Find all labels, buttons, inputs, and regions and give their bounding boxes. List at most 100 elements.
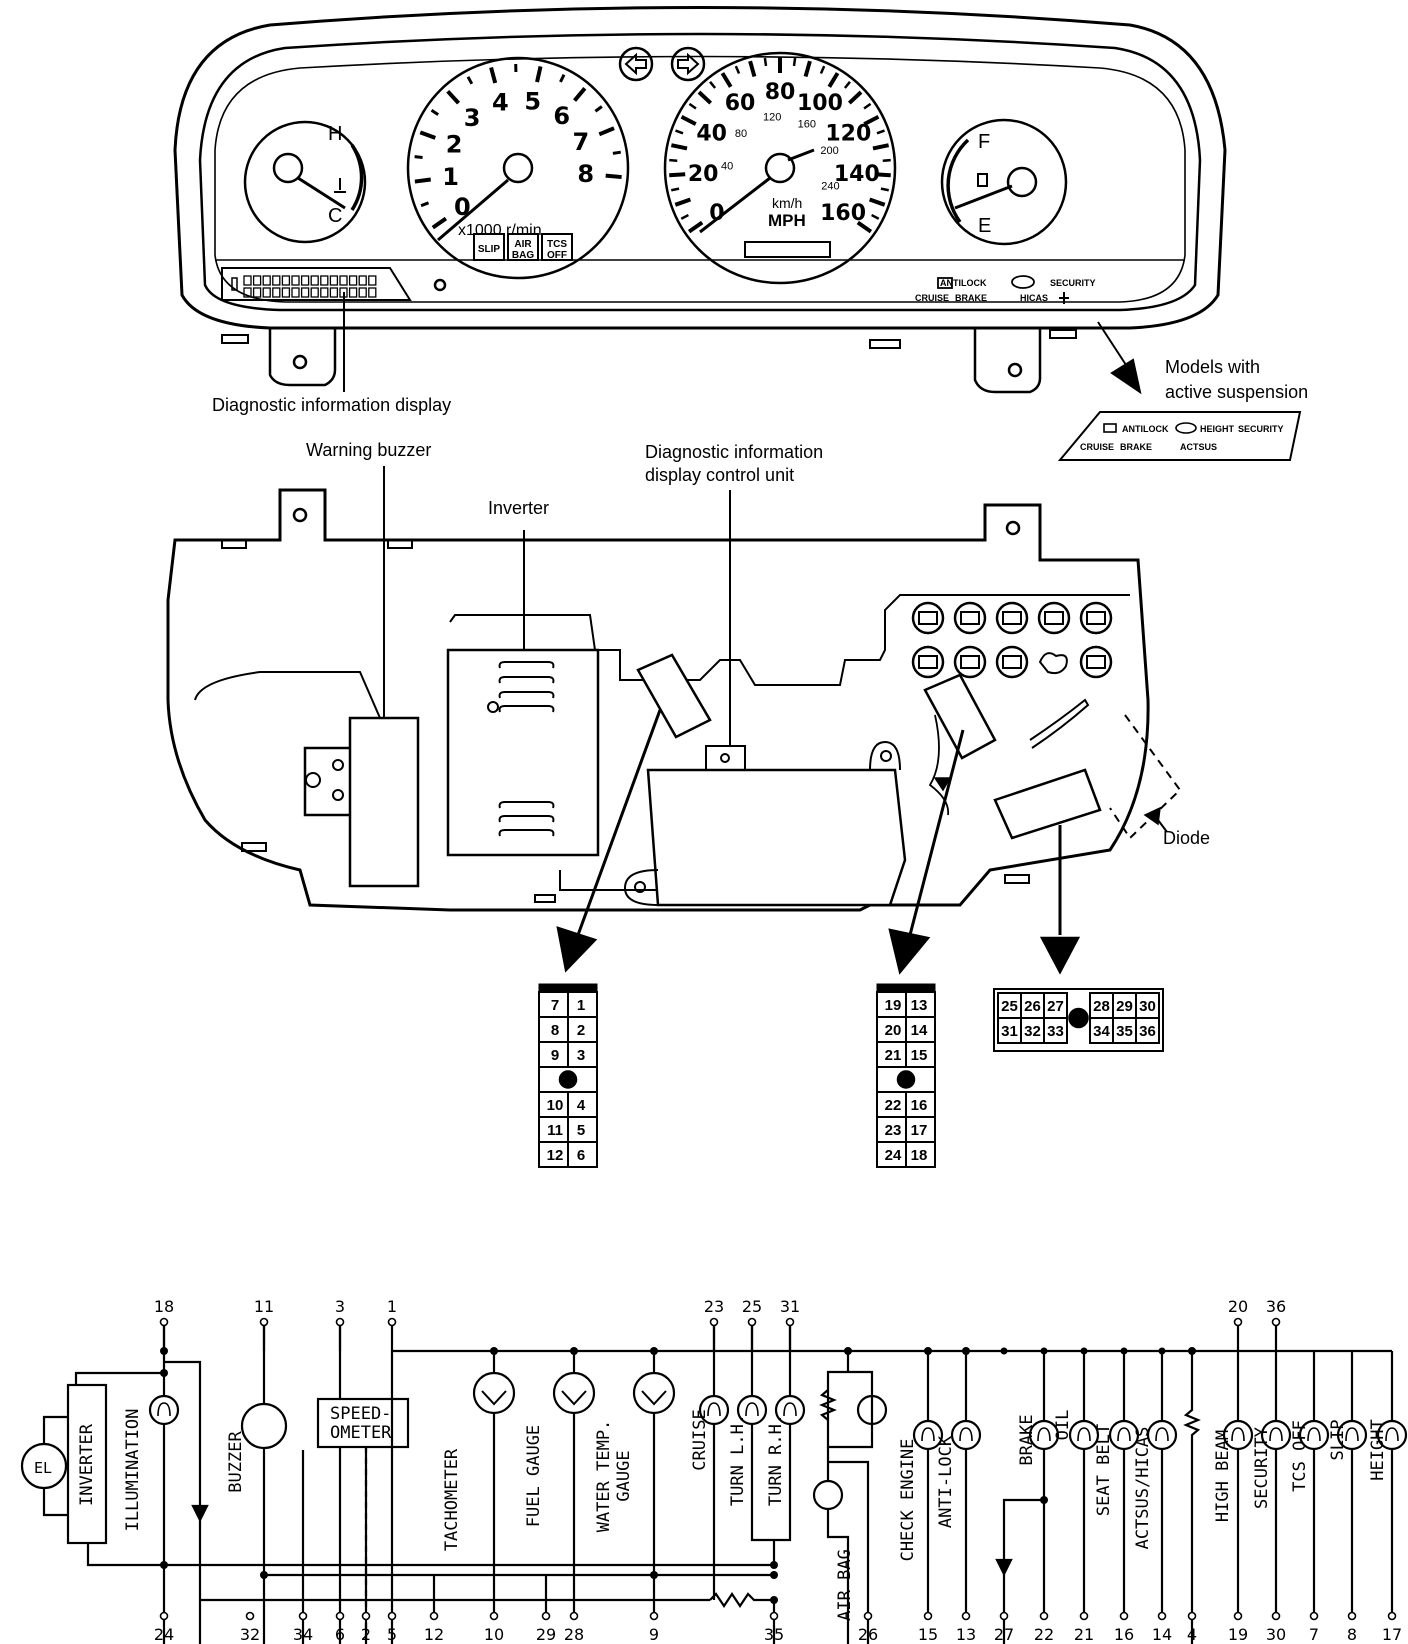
tach-tick — [431, 216, 448, 230]
oil-label: OIL — [1053, 1409, 1073, 1441]
brake-label: BRAKE — [1017, 1414, 1037, 1466]
speedo-kmh-number: 80 — [735, 128, 747, 140]
lamp-filament — [157, 1402, 171, 1417]
control-unit-label-line2: display control unit — [645, 465, 795, 485]
internal-diode-icon — [933, 777, 952, 792]
tach-tick — [612, 150, 622, 155]
tach-tick — [559, 74, 566, 83]
bottom-pin-terminal — [541, 1611, 551, 1621]
warning-buzzer-label: Warning buzzer — [306, 440, 432, 460]
display-cell — [310, 275, 319, 286]
temp-gauge-hub — [272, 152, 304, 184]
control-unit-right-ear — [869, 740, 901, 771]
tach-needle — [437, 178, 509, 242]
bus-junction-dot — [1080, 1347, 1088, 1355]
speedometer-label-2: OMETER — [330, 1423, 392, 1443]
turn-lh-label: TURN L.H. — [728, 1413, 748, 1507]
tach-tick — [466, 76, 474, 85]
lamp-filament — [1345, 1427, 1359, 1442]
bottom-pin-number: 15 — [918, 1625, 938, 1644]
display-cell — [358, 275, 367, 286]
connector-pin-number: 30 — [1139, 998, 1156, 1015]
diagnostic-info-display — [221, 267, 412, 392]
bulb-socket — [953, 645, 987, 679]
rear-inner-contour — [449, 594, 1130, 686]
bulb-socket — [1037, 601, 1071, 635]
tach-badge-label: SLIP — [478, 244, 501, 255]
lamp-filament — [1231, 1427, 1245, 1442]
lamp-filament — [1269, 1427, 1283, 1442]
bulb-socket — [953, 601, 987, 635]
tach-badge-label: BAG — [512, 250, 534, 261]
speedo-tick — [670, 143, 688, 151]
warning-buzzer-body — [348, 716, 420, 888]
speedo-tick — [856, 220, 873, 234]
display-cell — [281, 275, 291, 286]
speedo-tick — [876, 129, 885, 135]
fuel-gauge-needle — [954, 184, 1013, 210]
cluster-rear-view — [166, 466, 1182, 975]
flex-cable-a — [636, 653, 712, 739]
speedo-tick — [669, 158, 678, 162]
inverter-vent — [498, 815, 555, 823]
speedo-tick — [674, 197, 692, 207]
connector-pin-number: 19 — [885, 997, 902, 1014]
lamp-filament — [1307, 1427, 1321, 1442]
connector-pin-number: 8 — [551, 1022, 559, 1039]
speedo-tick — [880, 187, 889, 192]
buzzer-symbol — [240, 1402, 288, 1450]
tach-badge-box — [473, 233, 505, 261]
tach-dial — [406, 56, 630, 280]
connector-pin-number: 3 — [577, 1047, 585, 1064]
bulb-sockets — [911, 601, 1113, 679]
bottom-pin-terminal — [1387, 1611, 1397, 1621]
speedo-tick — [680, 114, 697, 126]
connector-pin-number: 17 — [911, 1122, 928, 1139]
speedometer-wires — [301, 1320, 394, 1644]
top-pin-number: 23 — [704, 1297, 724, 1316]
fuel-pump-icon — [977, 173, 988, 187]
bulb-socket-key — [1002, 655, 1022, 669]
speedo-kmh-number: 160 — [798, 118, 816, 130]
top-pin-number: 36 — [1266, 1297, 1286, 1316]
display-bezel — [221, 267, 412, 301]
connector-cell — [1043, 1017, 1068, 1044]
lamp-filament — [745, 1402, 759, 1417]
connector-pin-number: 1 — [577, 997, 585, 1014]
bulb-socket — [911, 601, 945, 635]
display-cell — [300, 287, 310, 298]
rear-clip — [387, 539, 413, 549]
flex-cable-b-trace — [928, 714, 950, 816]
inset-antilock: ANTILOCK — [1122, 424, 1169, 434]
speedo-tick — [863, 114, 880, 126]
tach-tick — [420, 201, 430, 208]
rear-mount-hole-left — [292, 507, 308, 523]
connector-c-socket — [993, 768, 1102, 840]
connector-pin-number: 35 — [1116, 1023, 1133, 1040]
inverter-body — [446, 648, 600, 857]
bulb-socket-key — [918, 655, 938, 669]
bottom-pin-number: 24 — [154, 1625, 174, 1644]
speedo-mph-number: 60 — [725, 91, 756, 116]
coolant-temp-icon — [334, 178, 346, 193]
connector-lock — [876, 983, 936, 993]
display-cells — [243, 275, 377, 298]
gauge-pointer — [641, 1390, 667, 1406]
tach-number: 4 — [492, 88, 509, 116]
connector-pin-number: 11 — [547, 1122, 563, 1139]
lamp-filament — [783, 1402, 797, 1417]
display-cell — [329, 287, 339, 298]
inverter-vent — [498, 676, 555, 684]
tach-number: 3 — [464, 104, 481, 132]
tach-unit-label: x1000 r/min — [458, 222, 542, 239]
display-cell — [300, 275, 310, 286]
turn-right-arrow-icon — [677, 52, 700, 76]
bulb-socket-key — [1044, 611, 1064, 625]
air-bag-lamp — [856, 1394, 888, 1426]
vehicle-security-icon — [1011, 275, 1035, 289]
connector-b-callout — [908, 729, 965, 936]
bottom-pin-terminal — [1233, 1611, 1243, 1621]
control-unit-label-line1: Diagnostic information — [645, 442, 824, 462]
inset-callout-arrowhead — [1110, 358, 1142, 395]
